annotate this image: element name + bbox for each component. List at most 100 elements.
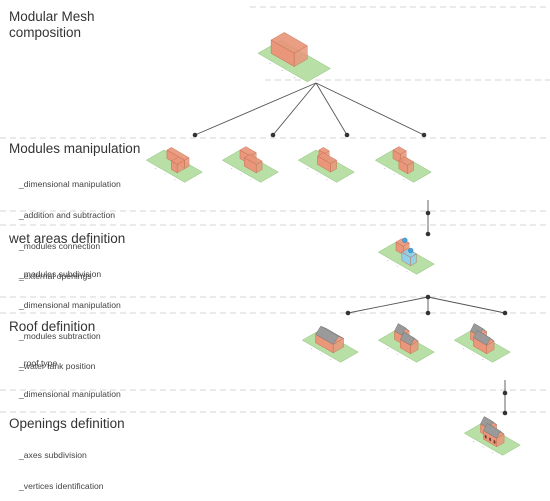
- dimension-tick: [326, 179, 328, 181]
- connector-node: [502, 390, 508, 396]
- dimension-tick: [396, 265, 398, 267]
- model-roof-split: [377, 323, 435, 363]
- model-modules-l: [221, 146, 279, 183]
- section-dividers: [0, 6, 550, 413]
- step-item: _addition and subtraction: [19, 210, 116, 221]
- section-title-roof: Roof definition: [9, 319, 96, 334]
- dimension-tick: [164, 173, 166, 175]
- dimension-tick: [330, 359, 332, 361]
- step-item: _dimensional manipulation: [19, 389, 121, 400]
- connector-node: [421, 132, 427, 138]
- step-item: _water tank position: [19, 361, 96, 372]
- dimension-tick: [396, 353, 398, 355]
- module-top: [392, 146, 407, 155]
- dimension-tick: [406, 271, 408, 273]
- step-item: _external openings: [19, 271, 92, 282]
- connector-node: [502, 410, 508, 416]
- roof-plane: [400, 331, 415, 346]
- section-steps-wet-areas: _modules subdivision _dimensional manipu…: [19, 249, 121, 382]
- dimension-tick: [472, 353, 474, 355]
- model-mesh-block: [257, 32, 331, 83]
- connector-node: [344, 132, 350, 138]
- step-item: _modules subtraction: [19, 330, 101, 341]
- dimension-tick: [386, 348, 389, 350]
- connector-line: [272, 82, 317, 136]
- step-item: _vertices identification: [19, 481, 104, 492]
- dimension-tick: [310, 348, 313, 350]
- module-top: [243, 154, 263, 165]
- dimension-tick: [281, 69, 284, 72]
- connector-node: [425, 310, 431, 316]
- connector-node: [270, 132, 276, 138]
- connector-node: [192, 132, 198, 138]
- connector-line: [427, 296, 506, 314]
- step-item: _axes subdivision: [19, 450, 87, 461]
- dimension-tick: [269, 62, 271, 64]
- step-item: _modules subdivision: [19, 269, 102, 280]
- dimension-tick: [383, 168, 386, 170]
- model-roof-long: [301, 325, 359, 363]
- dimension-tick: [492, 452, 494, 454]
- dimension-tick: [316, 173, 318, 175]
- model-openings: [463, 416, 521, 456]
- dimension-tick: [240, 173, 242, 175]
- connector-node: [502, 310, 508, 316]
- roof-plane: [394, 323, 406, 336]
- dimension-tick: [393, 173, 395, 175]
- model-roof-wide: [453, 323, 511, 363]
- section-title-mesh: Modular Mesh composition: [9, 9, 95, 40]
- dimension-tick: [230, 168, 233, 170]
- model-wet-areas: [377, 237, 435, 275]
- dimension-tick: [462, 348, 465, 350]
- step-item: _modules connection: [19, 240, 101, 251]
- water-tank: [408, 247, 414, 254]
- module-top: [401, 248, 418, 258]
- module-top: [398, 156, 415, 166]
- window-opening: [493, 439, 496, 444]
- step-item: _dimensional manipulation: [19, 300, 121, 311]
- water-tank: [402, 237, 408, 243]
- connector-line: [315, 82, 425, 136]
- connector-line: [194, 82, 317, 136]
- section-steps-modules: _dimensional manipulation _addition and …: [19, 159, 121, 292]
- building-models: [145, 32, 521, 456]
- dimension-tick: [154, 168, 157, 170]
- connector-node: [425, 294, 431, 300]
- flow-connectors: [192, 82, 508, 416]
- module-top: [270, 32, 308, 54]
- section-title-modules: Modules manipulation: [9, 141, 141, 156]
- section-title-wet-areas: wet areas definition: [9, 231, 126, 246]
- connector-node: [425, 231, 431, 237]
- module-top: [316, 152, 338, 164]
- window-opening: [484, 434, 487, 439]
- model-modules-c: [297, 147, 355, 183]
- step-item: _roof type: [19, 358, 58, 369]
- diagram-canvas: [0, 6, 550, 456]
- connector-node: [345, 310, 351, 316]
- roof-plane: [473, 330, 491, 346]
- step-item: _dimensional manipulation: [19, 179, 121, 190]
- dimension-tick: [320, 353, 322, 355]
- roof-plane: [315, 325, 339, 345]
- roof-plane: [483, 423, 501, 439]
- connector-node: [425, 210, 431, 216]
- dimension-tick: [482, 446, 484, 448]
- module-top: [170, 156, 186, 165]
- dimension-tick: [403, 179, 405, 181]
- dimension-tick: [306, 168, 309, 170]
- dimension-tick: [482, 359, 484, 361]
- model-modules-u: [145, 147, 203, 183]
- dimension-tick: [293, 77, 296, 79]
- dimension-tick: [386, 260, 389, 262]
- connector-line: [347, 296, 429, 314]
- dimension-tick: [174, 179, 176, 181]
- dimension-tick: [406, 359, 408, 361]
- model-modules-split: [374, 146, 432, 183]
- window-opening: [489, 437, 491, 442]
- section-title-openings: Openings definition: [9, 416, 125, 431]
- section-steps-roof: _roof type _dimensional manipulation: [19, 338, 121, 409]
- connector-line: [315, 82, 348, 136]
- dimension-tick: [472, 441, 475, 443]
- section-steps-openings: _axes subdivision _vertices identificati…: [19, 430, 104, 501]
- dimension-tick: [250, 179, 252, 181]
